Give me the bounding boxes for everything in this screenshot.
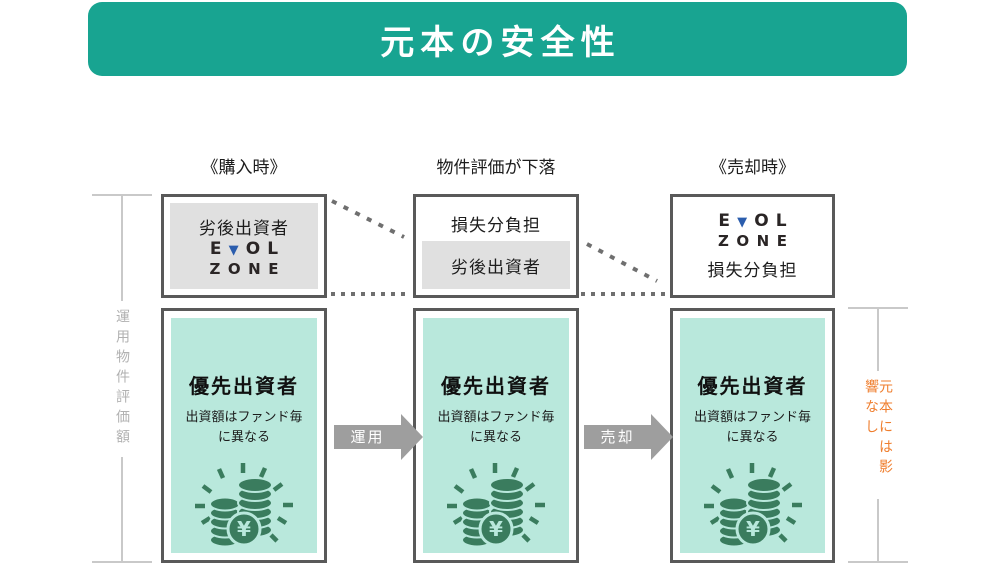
subordinated-label: 劣後出資者 [199,218,289,239]
right-bracket-label: 元本には影響なし [863,371,893,499]
loss-logo-block: E▼OL ZONE 損失分負担 [679,203,826,289]
loss-label: 損失分負担 [707,261,798,281]
priority-subtitle-line1: 出資額はファンド毎 [693,410,811,425]
priority-box-sale: 優先出資者 出資額はファンド毎 に異なる [670,308,835,563]
top-box-decline: 損失分負担 劣後出資者 [413,194,579,298]
priority-subtitle-line1: 出資額はファンド毎 [437,410,555,425]
left-bracket-bottom-cap [92,561,152,563]
priority-subtitle: 出資額はファンド毎 に異なる [694,408,811,448]
logo-line-1: E▼OL [711,211,795,232]
column-header-purchase: 《購入時》 [201,158,287,178]
priority-subtitle: 出資額はファンド毎 に異なる [185,408,302,448]
evol-zone-logo: E▼OL ZONE [202,239,286,279]
loss-block: 損失分負担 [422,203,570,243]
logo-triangle-icon: ▼ [228,242,246,258]
logo-letter-e: E [209,238,229,259]
arrow-sale: 売却 [584,414,673,460]
loss-label: 損失分負担 [451,215,541,236]
priority-subtitle-line2: に異なる [469,430,522,446]
dotted-connector-2 [581,292,667,296]
priority-subtitle: 出資額はファンド毎 に異なる [437,408,554,448]
arrow-operation-label: 運用 [334,425,401,449]
arrow-right-icon [401,414,423,460]
logo-triangle-icon: ▼ [737,215,755,230]
subordinated-block: 劣後出資者 E▼OL ZONE [170,203,318,289]
priority-title: 優先出資者 [441,374,551,398]
priority-title: 優先出資者 [189,374,299,398]
left-bracket-label: 運用物件評価額 [114,300,130,457]
subordinated-label: 劣後出資者 [451,257,541,278]
arrow-operation: 運用 [334,414,423,460]
arrow-right-icon [651,414,673,460]
yen-symbol: ¥ [489,517,503,541]
priority-subtitle-line2: に異なる [217,430,270,446]
yen-symbol: ¥ [746,517,760,541]
arrow-sale-label: 売却 [584,425,651,449]
logo-line-2: ZONE [209,259,286,278]
priority-subtitle-line2: に異なる [726,430,779,446]
column-header-decline: 物件評価が下落 [436,158,556,178]
logo-letter-e: E [718,211,738,231]
dotted-connector-1 [331,292,411,296]
priority-block: 優先出資者 出資額はファンド毎 に異なる [423,318,569,553]
priority-subtitle-line1: 出資額はファンド毎 [185,410,303,425]
column-header-sale: 《売却時》 [710,158,795,178]
coins-yen-icon: ¥ [703,463,802,548]
yen-symbol: ¥ [237,517,251,541]
logo-letters-ol: OL [754,211,794,231]
title-banner: 元本の安全性 [88,2,907,76]
subordinated-block: 劣後出資者 [422,241,570,289]
top-box-sale: E▼OL ZONE 損失分負担 [670,194,835,298]
logo-letters-ol: OL [245,238,286,259]
right-bracket: 元本には影響なし [848,307,908,563]
coins-yen-icon: ¥ [195,463,293,548]
left-bracket: 運用物件評価額 [92,194,152,563]
top-box-purchase: 劣後出資者 E▼OL ZONE [161,194,327,298]
priority-block: 優先出資者 出資額はファンド毎 に異なる [171,318,317,553]
priority-box-decline: 優先出資者 出資額はファンド毎 に異なる [413,308,579,563]
dashed-decline-line-2 [586,242,658,283]
priority-box-purchase: 優先出資者 出資額はファンド毎 に異なる [161,308,327,563]
priority-title: 優先出資者 [697,374,808,398]
coins-yen-icon: ¥ [447,463,545,548]
dashed-decline-line-1 [331,199,405,239]
priority-block: 優先出資者 出資額はファンド毎 に異なる [680,318,825,553]
logo-line-1: E▼OL [202,239,286,260]
right-bracket-bottom-cap [848,561,908,563]
evol-zone-logo: E▼OL ZONE [711,211,795,251]
logo-line-2: ZONE [718,232,795,251]
page-title: 元本の安全性 [380,22,621,63]
